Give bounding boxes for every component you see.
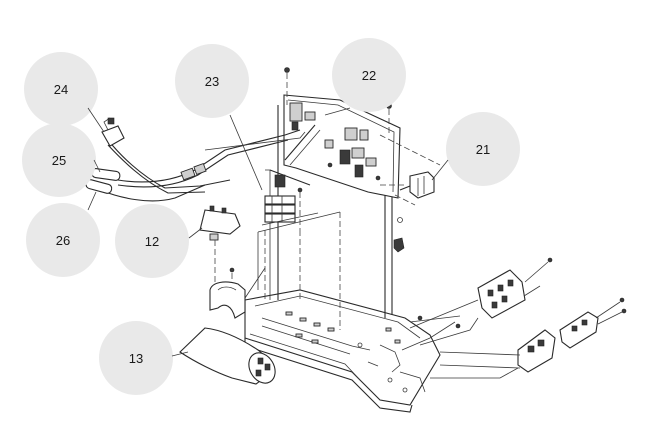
large-capacitor — [179, 327, 276, 385]
callout-26: 26 — [26, 203, 100, 277]
callout-25: 25 — [22, 123, 96, 197]
callout-label: 12 — [144, 233, 160, 249]
capacitor-strap — [209, 281, 246, 319]
fan-motor — [397, 171, 435, 223]
callout-23: 23 — [175, 44, 249, 118]
screw-top-left — [284, 67, 290, 105]
control-board — [283, 94, 401, 199]
sensor-probe-25 — [91, 168, 121, 181]
small-capacitor — [199, 205, 241, 290]
callout-13: 13 — [99, 321, 173, 395]
wire-harness — [99, 129, 306, 202]
grommet — [393, 237, 405, 253]
reactor-bracket — [517, 297, 627, 373]
callout-label: 21 — [475, 141, 491, 157]
chassis-base — [244, 289, 441, 413]
callout-12: 12 — [115, 204, 189, 278]
callout-24: 24 — [24, 52, 98, 126]
callout-label: 24 — [53, 81, 69, 97]
callout-label: 13 — [128, 350, 144, 366]
callout-label: 23 — [204, 73, 220, 89]
callout-label: 25 — [51, 152, 67, 168]
sensor-clip-24 — [101, 117, 125, 147]
callout-22: 22 — [332, 38, 406, 112]
terminal-block — [261, 174, 319, 230]
callout-label: 26 — [55, 232, 71, 248]
callout-label: 22 — [361, 67, 377, 83]
callout-21: 21 — [446, 112, 520, 186]
relay-board-right — [477, 257, 553, 319]
